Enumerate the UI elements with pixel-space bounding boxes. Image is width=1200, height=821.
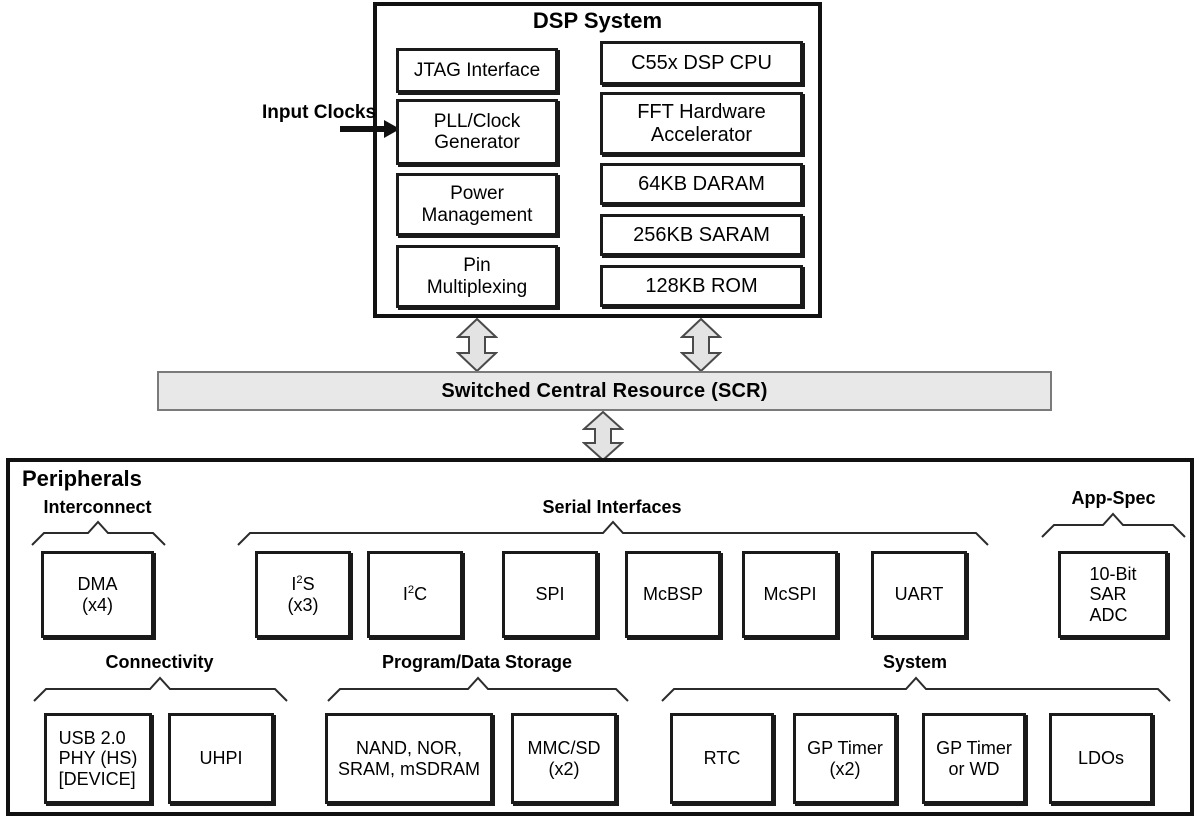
switched-central-resource-bar: Switched Central Resource (SCR) <box>157 371 1052 411</box>
block-256kb-saram: 256KB SARAM <box>600 214 803 256</box>
block-line: (x3) <box>287 594 319 615</box>
block-line: Generator <box>434 132 520 153</box>
block-line: ADC <box>1089 604 1128 625</box>
block-line: (x2) <box>548 758 580 779</box>
block-spi: SPI <box>502 551 598 638</box>
group-label-program-data-storage: Program/Data Storage <box>381 652 573 672</box>
block-line: I2S <box>291 574 315 595</box>
block-line: SRAM, mSDRAM <box>337 758 480 779</box>
block-sar-adc: 10-Bit SAR ADC <box>1058 551 1168 638</box>
peripherals-title: Peripherals <box>22 466 142 491</box>
block-gp-timer-x2: GP Timer (x2) <box>793 713 897 804</box>
block-rtc: RTC <box>670 713 774 804</box>
block-128kb-rom: 128KB ROM <box>600 265 803 307</box>
block-line: Pin <box>463 255 491 277</box>
block-line: PHY (HS) <box>58 748 138 769</box>
block-line: 10-Bit <box>1089 564 1137 585</box>
block-mcbsp: McBSP <box>625 551 721 638</box>
group-label-serial-interfaces: Serial Interfaces <box>542 497 682 517</box>
block-line: UART <box>894 584 944 605</box>
block-line: [DEVICE] <box>58 768 136 789</box>
input-clocks-label: Input Clocks <box>262 102 376 124</box>
group-label-interconnect: Interconnect <box>43 497 152 517</box>
block-line: USB 2.0 <box>58 728 126 749</box>
block-uhpi: UHPI <box>168 713 274 804</box>
brace-connectivity <box>32 676 289 702</box>
block-line: McSPI <box>763 584 817 605</box>
arrow-dsp-right-to-scr <box>679 317 723 373</box>
input-clocks-line1: Input <box>262 102 309 123</box>
block-pin-multiplexing: Pin Multiplexing <box>396 245 558 308</box>
brace-app-spec <box>1040 512 1187 538</box>
block-line: Multiplexing <box>426 276 528 298</box>
block-gp-timer-or-wd: GP Timer or WD <box>922 713 1026 804</box>
block-line: 64KB DARAM <box>638 172 765 195</box>
block-uart: UART <box>871 551 967 638</box>
block-dma: DMA (x4) <box>41 551 154 638</box>
block-line: McBSP <box>642 584 703 605</box>
block-line: 128KB ROM <box>645 274 758 297</box>
block-64kb-daram: 64KB DARAM <box>600 163 803 205</box>
scr-label: Switched Central Resource (SCR) <box>441 379 768 402</box>
brace-system <box>660 676 1172 702</box>
block-power-management: Power Management <box>396 173 558 236</box>
group-label-connectivity: Connectivity <box>105 652 214 672</box>
arrow-dsp-left-to-scr <box>455 317 499 373</box>
block-fft-hardware-accelerator: FFT Hardware Accelerator <box>600 92 803 155</box>
block-line: UHPI <box>199 748 243 769</box>
block-line: LDOs <box>1077 748 1124 769</box>
block-line: MMC/SD <box>527 738 601 759</box>
brace-program-data-storage <box>326 676 630 702</box>
block-line: PLL/Clock <box>433 110 521 132</box>
block-line: DMA <box>77 574 118 595</box>
block-jtag-interface: JTAG Interface <box>396 48 558 93</box>
block-c55x-dsp-cpu: C55x DSP CPU <box>600 41 803 85</box>
block-line: I2C <box>402 584 428 605</box>
block-line: (x4) <box>82 594 113 615</box>
block-line: Management <box>421 204 533 226</box>
block-i2s: I2S (x3) <box>255 551 351 638</box>
block-mcspi: McSPI <box>742 551 838 638</box>
brace-interconnect <box>30 520 167 546</box>
block-line: Accelerator <box>650 123 753 146</box>
block-ldos: LDOs <box>1049 713 1153 804</box>
block-external-memory: NAND, NOR, SRAM, mSDRAM <box>325 713 493 804</box>
block-line: SAR <box>1089 584 1127 605</box>
block-usb-phy: USB 2.0 PHY (HS) [DEVICE] <box>44 713 152 804</box>
block-line: RTC <box>703 748 741 769</box>
group-label-app-spec: App-Spec <box>1071 488 1156 508</box>
arrow-scr-to-peripherals <box>581 410 625 462</box>
input-clocks-line2: Clocks <box>313 102 377 123</box>
block-line: (x2) <box>829 758 861 779</box>
block-line: FFT Hardware <box>637 101 766 124</box>
group-label-system: System <box>882 652 948 672</box>
block-line: or WD <box>948 758 1000 779</box>
dsp-system-title: DSP System <box>532 8 663 33</box>
block-line: GP Timer <box>936 738 1012 759</box>
block-line: NAND, NOR, <box>355 738 462 759</box>
block-line: SPI <box>535 584 565 605</box>
block-mmc-sd: MMC/SD (x2) <box>511 713 617 804</box>
block-pll-clock-generator: PLL/Clock Generator <box>396 99 558 165</box>
brace-serial-interfaces <box>236 520 990 546</box>
block-line: 256KB SARAM <box>633 223 770 246</box>
input-clocks-arrow <box>340 118 402 140</box>
block-i2c: I2C <box>367 551 463 638</box>
block-line: GP Timer <box>807 738 883 759</box>
block-line: Power <box>450 183 504 205</box>
block-line: C55x DSP CPU <box>631 51 772 74</box>
block-line: JTAG Interface <box>413 59 541 81</box>
